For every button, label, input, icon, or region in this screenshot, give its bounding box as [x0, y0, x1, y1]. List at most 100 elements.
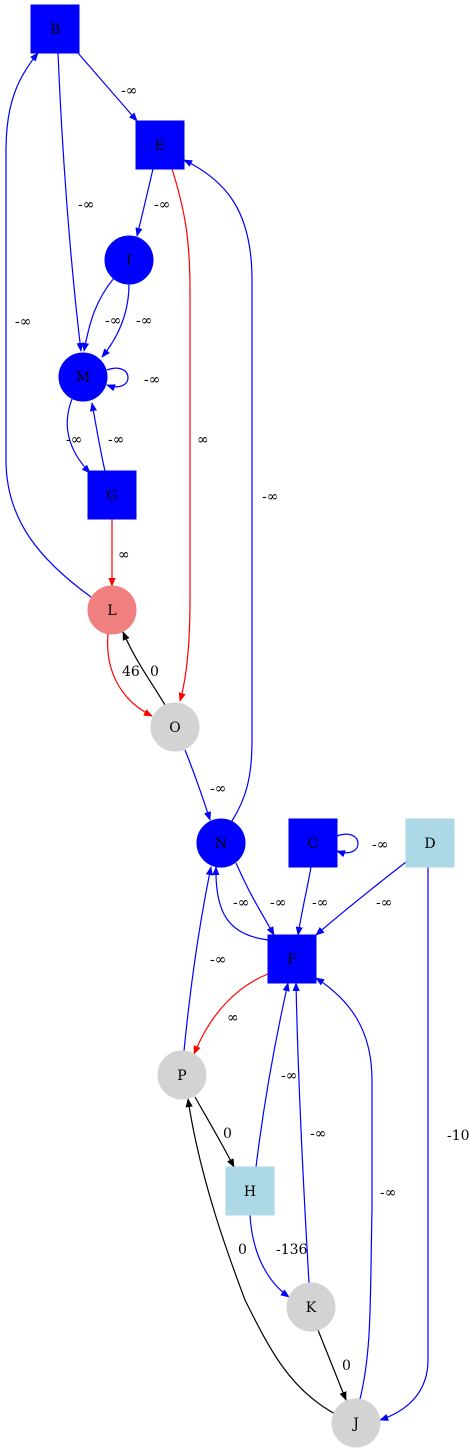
- node-H: H: [225, 1166, 275, 1216]
- edge-I-M: [101, 283, 130, 358]
- edge-label-K-F: -∞: [310, 1126, 326, 1142]
- node-L: L: [87, 585, 137, 635]
- node-shape-C: [288, 818, 338, 868]
- edge-D-F: [315, 861, 407, 936]
- node-shape-D: [405, 818, 455, 868]
- edge-O-L: [122, 631, 166, 706]
- node-label-P: P: [177, 1068, 186, 1084]
- edge-B-E: [77, 52, 138, 122]
- node-label-D: D: [424, 836, 435, 852]
- edge-F-N: [212, 866, 269, 941]
- edge-G-M: [89, 402, 106, 472]
- node-label-F: F: [287, 952, 297, 968]
- node-label-G: G: [106, 488, 117, 504]
- node-shape-G: [87, 470, 137, 520]
- edge-J-F: [315, 977, 373, 1400]
- edge-K-J: [317, 1329, 347, 1401]
- node-shape-I: [104, 235, 154, 285]
- node-label-H: H: [244, 1184, 256, 1200]
- edge-H-K: [249, 1214, 290, 1298]
- node-shape-F: [267, 934, 317, 984]
- edge-label-F-N: -∞: [233, 895, 249, 911]
- edge-label-I-M: -∞: [105, 313, 121, 329]
- edge-M-G: [66, 398, 91, 474]
- node-label-C: C: [308, 836, 319, 852]
- edge-label-L-B: -∞: [15, 314, 31, 330]
- node-C: C: [288, 818, 338, 868]
- edge-label-O-N: -∞: [210, 781, 226, 797]
- node-shape-M: [58, 352, 108, 402]
- node-G: G: [87, 470, 137, 520]
- edge-label-N-E: -∞: [262, 489, 278, 505]
- node-shape-K: [286, 1282, 336, 1332]
- edge-I-M: [82, 277, 115, 352]
- node-label-L: L: [107, 603, 116, 619]
- edge-N-E: [183, 159, 253, 822]
- edge-label-L-O: 46: [122, 664, 140, 680]
- edge-label-J-P: 0: [238, 1242, 247, 1258]
- node-I: I: [104, 235, 154, 285]
- node-shape-E: [135, 120, 185, 170]
- node-shape-L: [87, 585, 137, 635]
- edge-label-P-H: 0: [223, 1126, 232, 1142]
- edge-label-H-K: -136: [276, 1242, 308, 1258]
- node-F: F: [267, 934, 317, 984]
- node-K: K: [286, 1282, 336, 1332]
- node-O: O: [150, 702, 200, 752]
- edge-label-E-I: -∞: [154, 197, 170, 213]
- node-N: N: [196, 818, 246, 868]
- edge-O-N: [184, 749, 211, 821]
- edge-K-F: [292, 982, 310, 1284]
- edge-P-N: [183, 866, 213, 1052]
- edge-B-M: [57, 52, 84, 352]
- edge-label-B-E: -∞: [121, 83, 137, 99]
- node-shape-N: [196, 818, 246, 868]
- node-J: J: [331, 1398, 381, 1448]
- edge-label-M-M: -∞: [144, 372, 160, 388]
- edge-E-O: [171, 168, 191, 702]
- node-E: E: [135, 120, 185, 170]
- node-label-M: M: [76, 370, 90, 386]
- edge-label-D-F: -∞: [376, 895, 392, 911]
- edge-label-P-N: -∞: [210, 952, 226, 968]
- node-shape-B: [30, 4, 80, 54]
- node-shape-O: [150, 702, 200, 752]
- edge-label-O-L: 0: [150, 664, 159, 680]
- edge-label-G-M: -∞: [108, 432, 124, 448]
- edge-label-C-F: -∞: [312, 895, 328, 911]
- edges-layer: [5, 52, 429, 1421]
- node-label-N: N: [215, 836, 227, 852]
- node-label-I: I: [126, 253, 132, 269]
- edge-J-P: [185, 1098, 338, 1416]
- node-B: B: [30, 4, 80, 54]
- edge-label-K-J: 0: [342, 1358, 351, 1374]
- nodes-layer: B E I M G L O N C D F P H K J: [30, 4, 455, 1448]
- edge-label-J-F: -∞: [380, 1185, 396, 1201]
- node-label-K: K: [306, 1300, 317, 1316]
- node-label-E: E: [155, 138, 165, 154]
- node-M: M: [58, 352, 108, 402]
- node-D: D: [405, 818, 455, 868]
- edge-label-N-F: -∞: [270, 895, 286, 911]
- edge-label-B-M: -∞: [78, 197, 94, 213]
- edge-E-I: [135, 168, 154, 237]
- edge-L-O: [107, 633, 153, 717]
- edge-label-H-F: -∞: [281, 1068, 297, 1084]
- node-label-B: B: [50, 22, 60, 38]
- edge-M-M: [106, 367, 129, 392]
- edge-L-B: [5, 52, 92, 598]
- edge-label-M-G: -∞: [66, 432, 82, 448]
- edge-label-C-C: -∞: [372, 837, 388, 853]
- edge-D-J: [379, 867, 429, 1421]
- edge-C-C: [336, 833, 359, 858]
- edge-P-H: [194, 1096, 235, 1168]
- node-label-J: J: [351, 1416, 359, 1432]
- edge-N-F: [235, 862, 275, 936]
- node-label-O: O: [169, 720, 180, 736]
- edge-H-F: [255, 982, 290, 1168]
- edge-C-F: [295, 866, 312, 936]
- edge-label-G-L: ∞: [118, 547, 130, 563]
- edge-label-F-P: ∞: [227, 1010, 239, 1026]
